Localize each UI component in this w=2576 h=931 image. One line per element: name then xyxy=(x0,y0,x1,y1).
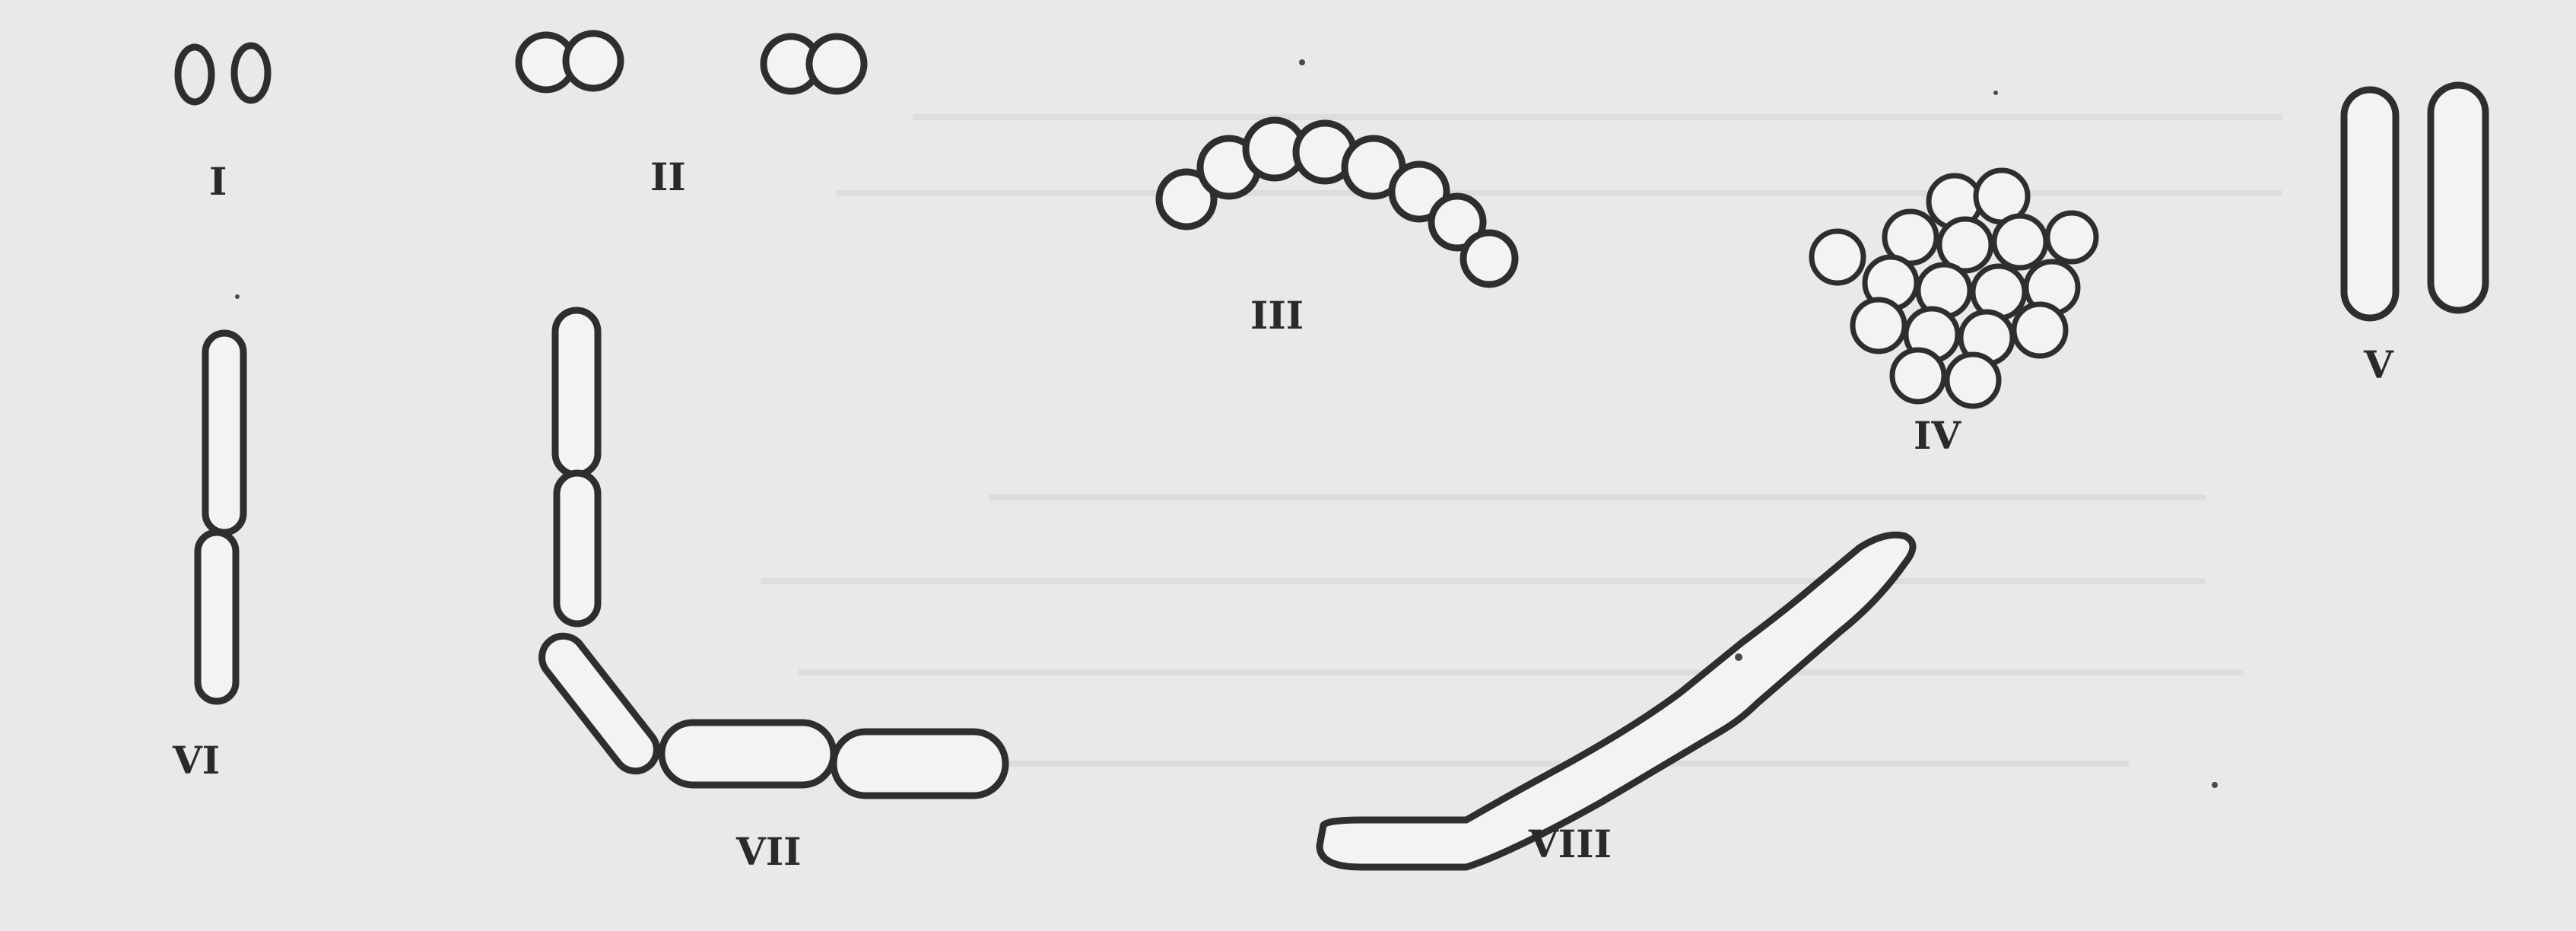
shape-II-diplococcus xyxy=(515,30,868,95)
label-VI: VI xyxy=(173,738,221,783)
shape-V-bacillus xyxy=(2340,81,2489,322)
label-IV: IV xyxy=(1914,413,1961,458)
shape-III-streptococcus xyxy=(1155,116,1519,288)
label-VII: VII xyxy=(736,829,802,874)
shape-VIII-spirillum xyxy=(1316,531,1917,871)
label-VIII: VIII xyxy=(1529,821,1612,866)
label-I: I xyxy=(209,159,227,204)
label-V: V xyxy=(2364,342,2393,387)
shape-I-coccus xyxy=(174,42,272,106)
speck-marks xyxy=(235,59,2218,788)
background-show-through xyxy=(761,114,2282,767)
shape-VII-streptobacillus xyxy=(538,307,1009,799)
shape-VI-diplobacillus xyxy=(194,329,247,705)
label-III: III xyxy=(1250,293,1304,338)
shape-IV-staphylococcus xyxy=(1809,167,2099,409)
label-II: II xyxy=(650,154,686,199)
